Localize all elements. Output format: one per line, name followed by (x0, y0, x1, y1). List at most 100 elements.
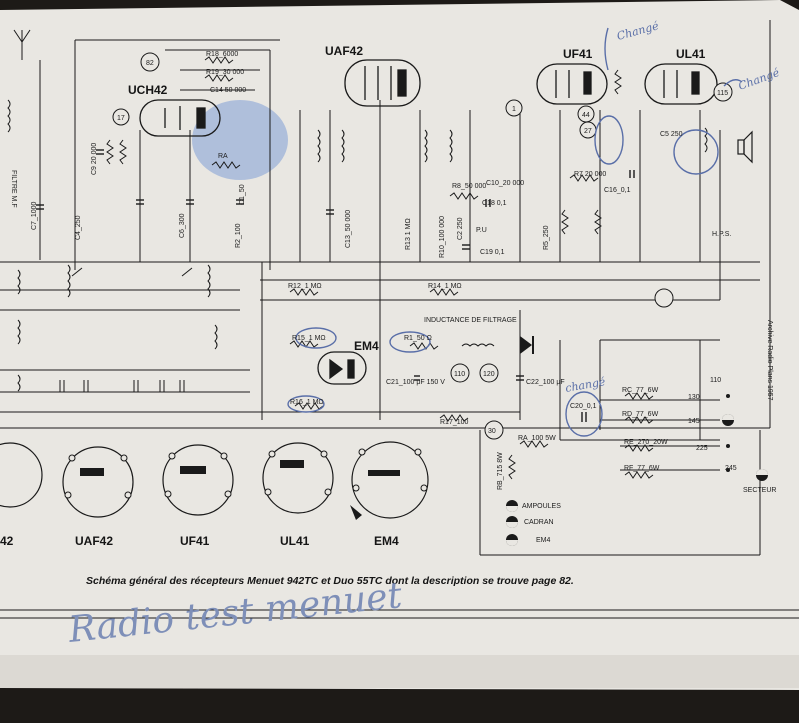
schematic-wiring (0, 39, 761, 556)
socket-label-uaf42: UAF42 (75, 534, 113, 548)
label-cadran: CADRAN (524, 519, 554, 526)
label-c14: C14 50 000 (210, 87, 246, 94)
label-c7: C7_1000 (31, 201, 38, 230)
tube-socket-diagrams (0, 441, 429, 519)
label-r12: R12_1 MΩ (288, 283, 322, 290)
label-c9: C9 20 000 (91, 143, 98, 175)
label-c19: C19 0,1 (480, 249, 505, 256)
handwritten-change-2: Changé (737, 66, 782, 93)
socket-label-ul41: UL41 (280, 534, 310, 548)
tube-em4-symbol (317, 351, 367, 385)
ref-17: 17 (117, 115, 125, 122)
label-r10: R10_100 000 (439, 216, 446, 258)
ref-30: 30 (488, 428, 496, 435)
blue-highlight (192, 100, 288, 180)
ref-1: 1 (512, 106, 516, 113)
label-filtre: FILTRE M.F (10, 170, 17, 208)
selector-switch-icon (722, 414, 768, 481)
label-c16: C16_0,1 (604, 187, 631, 194)
label-rb: RB_715 8W (497, 452, 504, 490)
tap-245: 245 (725, 465, 737, 472)
tap-130: 130 (688, 394, 700, 401)
pen-annotations (287, 27, 743, 437)
tube-uaf42-symbol (344, 59, 421, 107)
socket-pins (80, 460, 400, 520)
rectifier-diode-icon (520, 336, 534, 354)
tube-ul41-symbol (644, 63, 718, 105)
label-c20: C20_0,1 (570, 403, 597, 410)
label-c5: C5 250 (660, 131, 683, 138)
tube-uch42-symbol (139, 99, 221, 137)
label-ra: RA (218, 153, 228, 160)
coils (7, 99, 708, 392)
ref-82: 82 (146, 60, 154, 67)
speaker-icon (737, 130, 753, 164)
label-r19: R19_30 000 (206, 69, 244, 76)
tube-uf41-symbol (536, 63, 608, 105)
label-re: RE_270_20W (624, 439, 668, 446)
tap-145: 145 (688, 418, 700, 425)
socket-label-em4: EM4 (374, 534, 399, 548)
frame-lines (0, 20, 799, 619)
ref-44: 44 (582, 112, 590, 119)
ref-110: 110 (454, 371, 465, 378)
resistors (106, 56, 654, 480)
antenna-icon (13, 29, 31, 60)
label-r15: R15_1 MΩ (292, 335, 326, 342)
handwritten-change-1: Changé (615, 19, 660, 43)
label-c1: C1_50 (239, 184, 246, 205)
label-rd: RD_77_6W (622, 411, 659, 418)
label-r7: R7 20 000 (574, 171, 606, 178)
capacitors (36, 149, 635, 422)
label-c22: C22_100 μF (526, 379, 565, 386)
label-r14: R14_1 MΩ (428, 283, 462, 290)
label-r18: R18_6000 (206, 51, 238, 58)
tube-label-uch42: UCH42 (128, 83, 168, 97)
label-r1: R1_50 Ω (404, 335, 432, 342)
label-r16: R16_1 MΩ (290, 399, 324, 406)
tuning-capacitors (59, 267, 193, 392)
schematic-caption: Schéma général des récepteurs Menuet 942… (86, 575, 574, 587)
ref-115: 115 (717, 90, 728, 97)
label-c21: C21_100 μF 150 V (386, 379, 445, 386)
tap-110: 110 (710, 377, 721, 384)
label-c6: C6_300 (179, 213, 186, 238)
label-r17: R17_100 (440, 419, 469, 426)
label-rc: RC_77_6W (622, 387, 659, 394)
dial-lamp-icons (506, 500, 518, 546)
socket-label-42: 42 (0, 534, 14, 548)
label-r8: R8_50 000 (452, 183, 486, 190)
tube-label-uaf42: UAF42 (325, 44, 363, 58)
label-c2: C2 250 (457, 217, 464, 240)
label-c10: C10_20 000 (486, 180, 524, 187)
label-em4-small: EM4 (536, 537, 551, 544)
label-c18: C18 0,1 (482, 200, 507, 207)
label-rf: RF_77_6W (624, 465, 660, 472)
tap-225: 225 (696, 445, 708, 452)
label-c13: C13_50 000 (345, 210, 352, 248)
tube-label-em4: EM4 (354, 339, 379, 353)
socket-pin-holes (64, 448, 428, 499)
ref-120: 120 (483, 371, 495, 378)
tube-label-uf41: UF41 (563, 47, 593, 61)
ref-27: 27 (584, 128, 592, 135)
label-inductance: INDUCTANCE DE FILTRAGE (424, 317, 517, 324)
label-r2: R2_100 (235, 223, 242, 248)
label-c4: C4_250 (75, 215, 82, 240)
reference-circles (112, 52, 733, 440)
archive-stamp: Archive Radio Plans 1957 (766, 320, 773, 401)
socket-label-uf41: UF41 (180, 534, 210, 548)
paper-bottom-shade (0, 655, 799, 688)
label-secteur: SECTEUR (743, 487, 776, 494)
tube-label-ul41: UL41 (676, 47, 706, 61)
label-ra100: RA_100 5W (518, 435, 556, 442)
paper-sheet (0, 0, 799, 690)
handwritten-change-3: changé (564, 375, 607, 395)
label-r5: R5_250 (543, 225, 550, 250)
label-r13: R13 1 MΩ (405, 218, 412, 250)
label-pu: P.U (476, 227, 487, 234)
label-ampoules: AMPOULES (522, 503, 561, 510)
